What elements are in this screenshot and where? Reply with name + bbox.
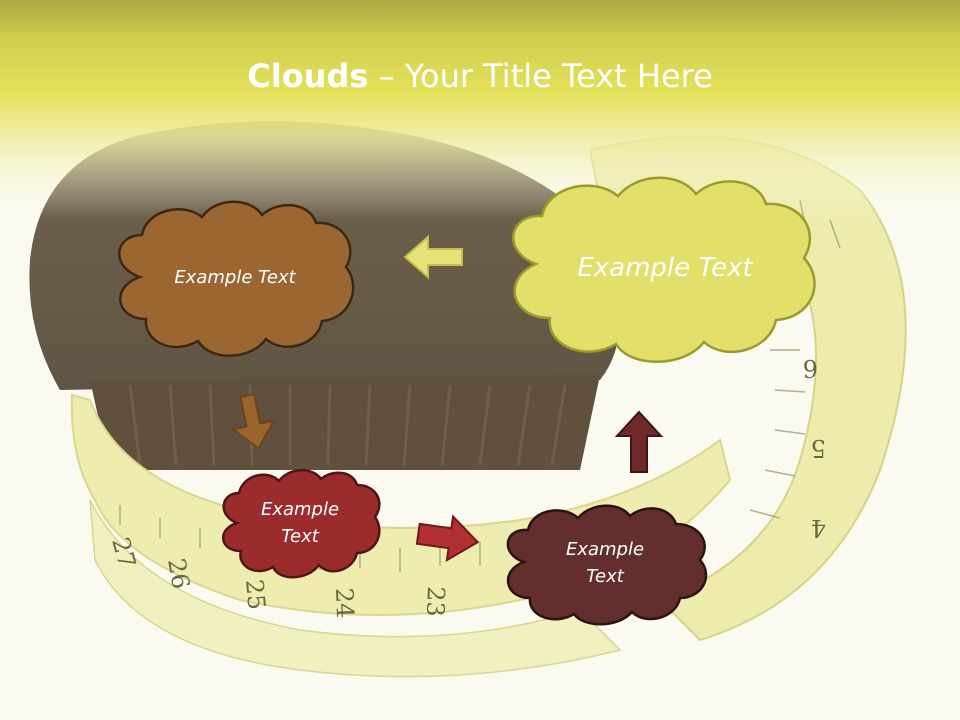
- title-separator: –: [368, 57, 405, 95]
- title-bold: Clouds: [247, 57, 369, 95]
- cloud-shape: [506, 504, 708, 626]
- tape-number: 5: [811, 434, 826, 462]
- arrow-up-icon: [614, 410, 664, 473]
- cloud-label: Example Text: [217, 465, 383, 580]
- cloud-shape: [118, 200, 355, 357]
- title-rest: Your Title Text Here: [404, 57, 713, 95]
- tape-number: 4: [811, 514, 826, 542]
- cloud-brown[interactable]: Example Text: [110, 195, 360, 360]
- cloud-maroon[interactable]: Example Text: [500, 500, 710, 626]
- arrow-left-icon: [403, 234, 463, 280]
- cloud-label: Example Text: [174, 267, 296, 288]
- tape-number: 6: [803, 354, 818, 382]
- cloud-label-text: Example Text: [565, 538, 645, 587]
- arrow-down-icon: [232, 393, 276, 450]
- cloud-shape: [221, 469, 381, 579]
- cloud-yellow[interactable]: Example Text: [500, 168, 830, 368]
- tape-number: 24: [330, 587, 359, 619]
- tape-number: 26: [162, 556, 195, 591]
- arrow-right-icon: [416, 514, 480, 562]
- tape-number: 27: [106, 534, 141, 571]
- cloud-label: Example Text: [500, 500, 710, 625]
- cloud-shape: [512, 176, 816, 363]
- slide-title: Clouds – Your Title Text Here: [0, 52, 960, 100]
- cloud-label-text: Example Text: [260, 498, 340, 547]
- cloud-red[interactable]: Example Text: [217, 465, 383, 580]
- cloud-label: Example Text: [577, 252, 753, 283]
- tape-number: 25: [240, 578, 271, 611]
- tape-number: 23: [421, 586, 450, 618]
